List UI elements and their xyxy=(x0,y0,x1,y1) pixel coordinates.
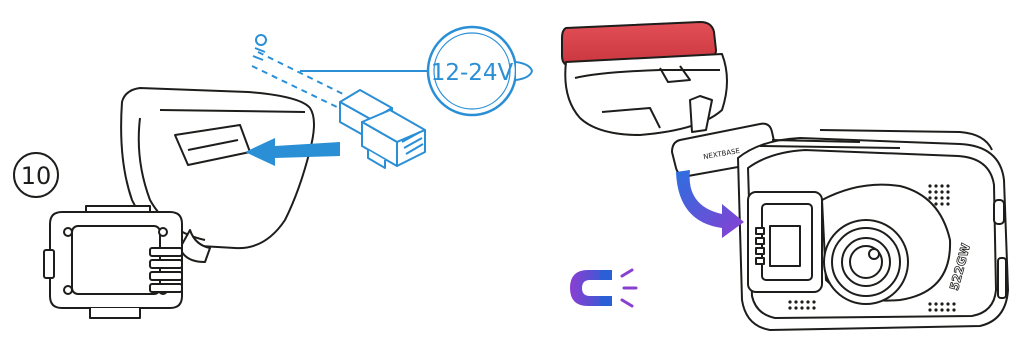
power-cable xyxy=(245,34,426,169)
camera-lens xyxy=(823,219,909,305)
step-number: 10 xyxy=(21,162,52,190)
mount-head-front xyxy=(137,117,206,241)
curved-arrow-icon xyxy=(676,170,744,238)
suction-mount xyxy=(43,87,315,319)
magnetic-plate xyxy=(43,205,183,319)
magnet-icon xyxy=(570,268,638,308)
speaker-grille xyxy=(788,184,956,312)
voltage-label: 12-24V xyxy=(431,60,514,86)
mount-joint xyxy=(689,95,713,133)
side-button xyxy=(993,199,1005,225)
side-button-lower xyxy=(997,257,1007,299)
cable-end-icon xyxy=(252,34,267,61)
mount-socket xyxy=(747,191,823,293)
dash-cam: 522GW xyxy=(737,129,1009,331)
usb-plug-icon xyxy=(339,89,426,169)
mount-head xyxy=(120,87,315,250)
voltage-callout: 12-24V xyxy=(300,25,534,117)
step-number-badge: 10 xyxy=(13,152,59,198)
insert-arrow-icon xyxy=(245,138,340,166)
